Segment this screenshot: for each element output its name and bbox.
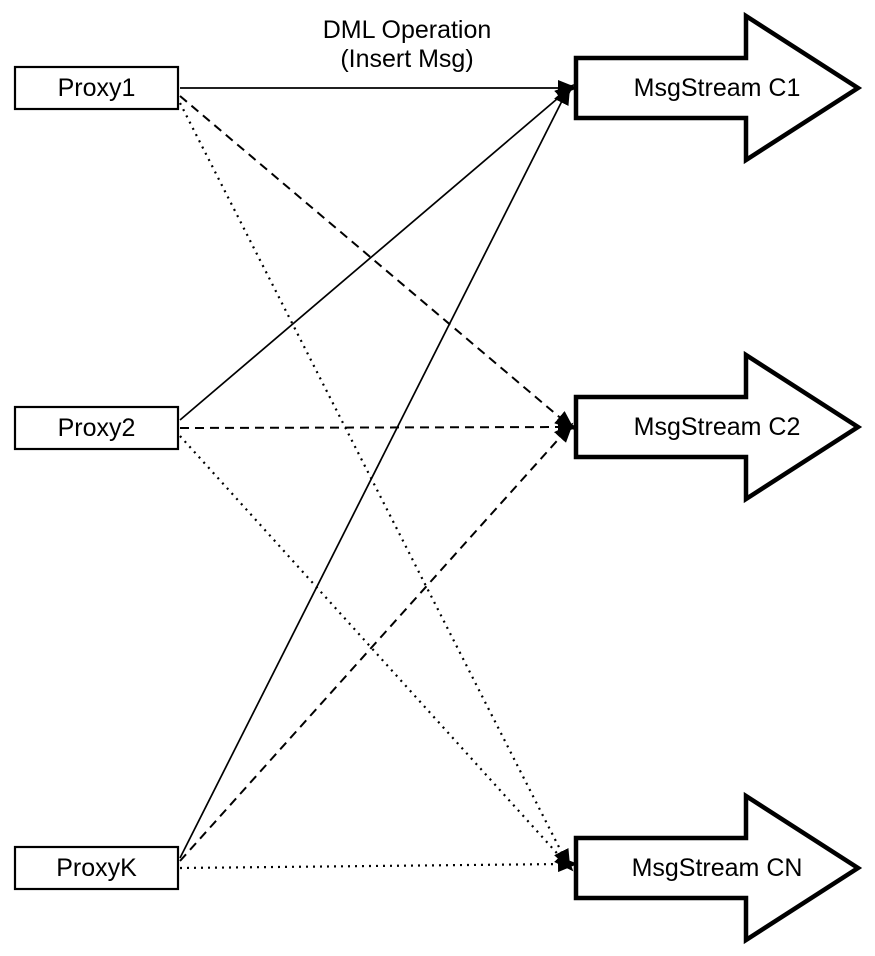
proxyk-box [13,845,180,891]
msgstream-arrow-cn [573,791,863,945]
connector-proxy2-c1 [179,83,575,421]
connector-proxyk-c1 [179,84,571,859]
connector-lines [179,80,578,873]
caption-line-2: (Insert Msg) [340,45,474,73]
connector-proxyk-cn [179,856,578,873]
connector-proxy1-cn [179,102,571,870]
connector-proxy2-c2 [179,419,578,436]
caption-line-1: DML Operation [322,16,492,44]
connector-proxy1-c2 [179,95,575,431]
proxy-boxes [13,65,180,891]
connector-proxyk-c2 [179,422,574,862]
proxy2-box [13,405,180,451]
diagram-caption: DML Operation (Insert Msg) [287,16,527,74]
msgstream-arrow-c2 [573,350,863,504]
proxy1-box [13,65,180,111]
connector-proxy2-cn [179,435,574,872]
msgstream-arrow-c1 [573,11,863,165]
